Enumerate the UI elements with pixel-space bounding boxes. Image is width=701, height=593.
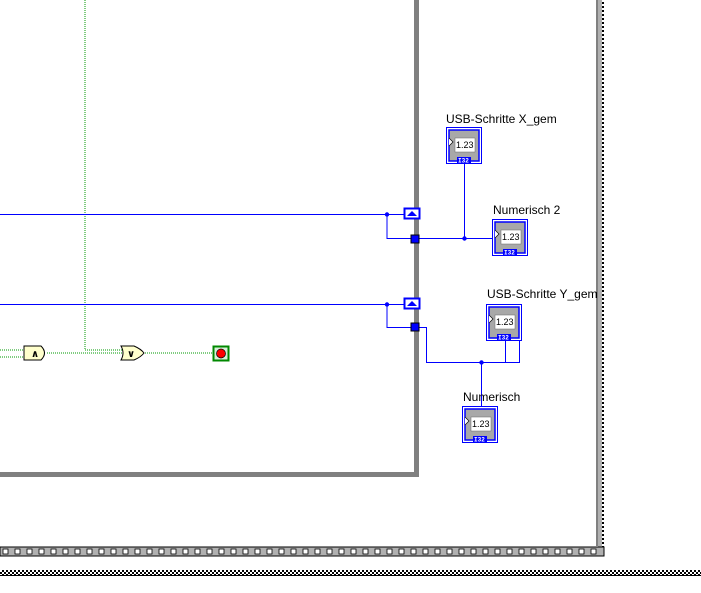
sequence-structure-frame[interactable]: [0, 0, 605, 557]
or-symbol: ∨: [127, 349, 135, 360]
film-strip-hole: [302, 548, 309, 555]
film-strip-hole: [242, 548, 249, 555]
integer-wires[interactable]: [0, 163, 520, 406]
film-strip-hole: [506, 548, 513, 555]
type-badge: I32: [504, 250, 515, 257]
film-strip-hole: [398, 548, 405, 555]
film-strip-hole: [530, 548, 537, 555]
film-strip-hole: [446, 548, 453, 555]
film-strip-hole: [566, 548, 573, 555]
film-strip-hole: [206, 548, 213, 555]
film-strip-hole: [434, 548, 441, 555]
film-strip-hole: [518, 548, 525, 555]
film-strip-hole: [554, 548, 561, 555]
and-gate[interactable]: ∧: [23, 345, 45, 361]
indicator-usb-schritte-y-gem[interactable]: USB-Schritte Y_gem 1.23 I32: [486, 287, 598, 342]
film-strip-hole: [494, 548, 501, 555]
film-strip-hole: [50, 548, 57, 555]
film-strip-hole: [338, 548, 345, 555]
film-strip-hole: [326, 548, 333, 555]
film-strip-hole: [278, 548, 285, 555]
shift-register-1[interactable]: [403, 207, 421, 220]
indicator-numerisch[interactable]: Numerisch 1.23 I32: [462, 390, 521, 444]
film-strip-hole: [110, 548, 117, 555]
up-arrow-icon: [407, 301, 417, 306]
wire-junctions: [384, 212, 484, 365]
tunnel-2[interactable]: [410, 322, 420, 332]
film-strip-hole: [458, 548, 465, 555]
film-strip-hole: [98, 548, 105, 555]
or-gate[interactable]: ∨: [120, 345, 145, 361]
indicator-value: 1.23: [496, 317, 514, 327]
film-strip-hole: [86, 548, 93, 555]
film-strip-hole: [158, 548, 165, 555]
indicator-usb-schritte-x-gem[interactable]: USB-Schritte X_gem 1.23 I32: [446, 112, 557, 165]
indicator-label: USB-Schritte X_gem: [446, 112, 557, 126]
film-strip-hole: [290, 548, 297, 555]
film-strip-hole: [470, 548, 477, 555]
film-strip-hole: [14, 548, 21, 555]
film-strip-hole: [362, 548, 369, 555]
film-strip-hole: [374, 548, 381, 555]
film-strip-hole: [194, 548, 201, 555]
indicator-label: USB-Schritte Y_gem: [487, 287, 598, 301]
loop-condition-stop-terminal[interactable]: [212, 345, 230, 362]
type-badge: I32: [458, 158, 469, 165]
film-strip-hole: [254, 548, 261, 555]
indicator-numerisch-2[interactable]: Numerisch 2 1.23 I32: [492, 203, 561, 257]
film-strip-hole: [26, 548, 33, 555]
film-strip-hole: [386, 548, 393, 555]
film-strip-hole: [146, 548, 153, 555]
film-strip-hole: [134, 548, 141, 555]
film-strip-hole: [218, 548, 225, 555]
tunnel-1[interactable]: [410, 234, 420, 244]
type-badge: I32: [474, 437, 485, 444]
type-badge: I32: [498, 335, 509, 342]
film-strip-hole: [350, 548, 357, 555]
film-strip-hole: [38, 548, 45, 555]
film-strip-hole: [590, 548, 597, 555]
indicator-label: Numerisch 2: [493, 203, 561, 217]
film-strip-hole: [74, 548, 81, 555]
film-strip-hole: [542, 548, 549, 555]
film-strip-hole: [122, 548, 129, 555]
while-loop-border[interactable]: [0, 0, 419, 477]
shift-register-2[interactable]: [403, 297, 421, 310]
and-symbol: ∧: [31, 349, 39, 360]
up-arrow-icon: [407, 211, 417, 216]
window-divider: [0, 570, 701, 575]
film-strip-hole: [62, 548, 69, 555]
boolean-wires[interactable]: [0, 0, 213, 358]
indicator-label: Numerisch: [463, 390, 520, 404]
film-strip-hole: [2, 548, 9, 555]
indicator-value: 1.23: [472, 419, 490, 429]
film-strip-hole: [578, 548, 585, 555]
film-strip-hole: [230, 548, 237, 555]
indicator-value: 1.23: [502, 232, 520, 242]
film-strip-hole: [422, 548, 429, 555]
indicator-value: 1.23: [456, 140, 474, 150]
film-strip-hole: [482, 548, 489, 555]
film-strip-hole: [170, 548, 177, 555]
film-strip-hole: [182, 548, 189, 555]
film-strip-hole: [410, 548, 417, 555]
film-strip-hole: [314, 548, 321, 555]
film-strip-hole: [266, 548, 273, 555]
